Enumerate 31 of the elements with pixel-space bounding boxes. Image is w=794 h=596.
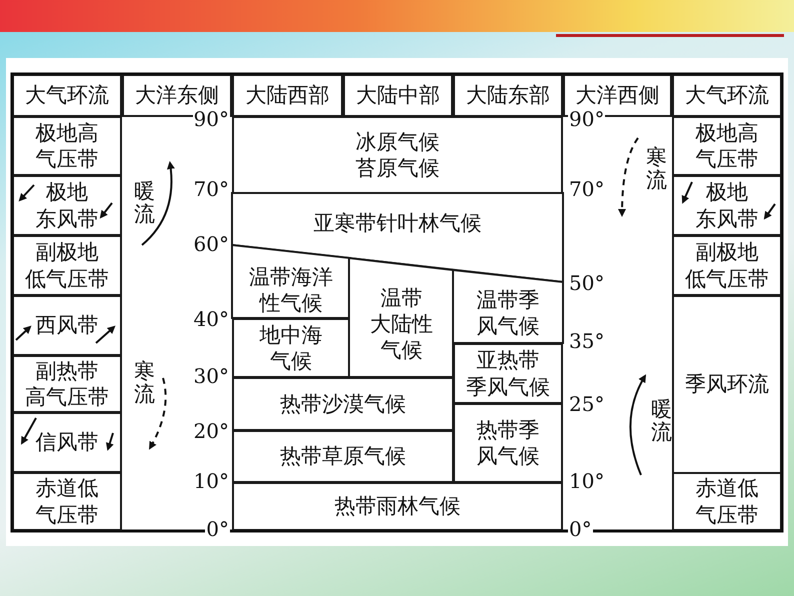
table-cell: 温带海洋性气候	[232, 245, 350, 319]
table-cell: 冰原气候 苔原气候	[232, 116, 563, 194]
header-cell: 大陆东部	[453, 74, 563, 117]
header-cell: 大陆西部	[232, 74, 343, 117]
table-cell: 季风环流	[672, 295, 782, 474]
table-cell: 西风带	[12, 295, 122, 356]
table-cell: 极地东风带	[672, 175, 782, 236]
table-cell: 热带雨林气候	[232, 482, 563, 531]
table-cell: 极地东风带	[12, 175, 122, 236]
current-label: 暖流	[650, 398, 674, 444]
header-cell: 大陆中部	[343, 74, 453, 117]
table-cell: 赤道低气压带	[672, 472, 782, 531]
table-cell: 地中海气候	[232, 318, 350, 378]
header-cell: 大气环流	[12, 74, 122, 117]
table-cell: 热带沙漠气候	[232, 377, 454, 431]
table-cell: 温带季风气候	[453, 270, 563, 344]
current-label: 暖流	[133, 180, 156, 226]
header-cell: 大气环流	[672, 74, 782, 117]
table-cell: 热带草原气候	[232, 430, 454, 483]
current-label: 寒流	[645, 146, 668, 192]
table-cell: 副热带高气压带	[12, 355, 122, 413]
table-cell: 极地高气压带	[672, 116, 782, 176]
table-cell: 赤道低气压带	[12, 472, 122, 531]
table-cell: 热带季风气候	[453, 403, 563, 483]
table-cell: 温带大陆性气候	[349, 258, 454, 378]
table-cell: 信风带	[12, 412, 122, 473]
table-cell: 亚热带季风气候	[453, 343, 563, 404]
table-cell: 极地高气压带	[12, 116, 122, 176]
current-label: 寒流	[133, 360, 156, 406]
table-cell: 副极地低气压带	[672, 235, 782, 296]
table-cell: 副极地低气压带	[12, 235, 122, 296]
